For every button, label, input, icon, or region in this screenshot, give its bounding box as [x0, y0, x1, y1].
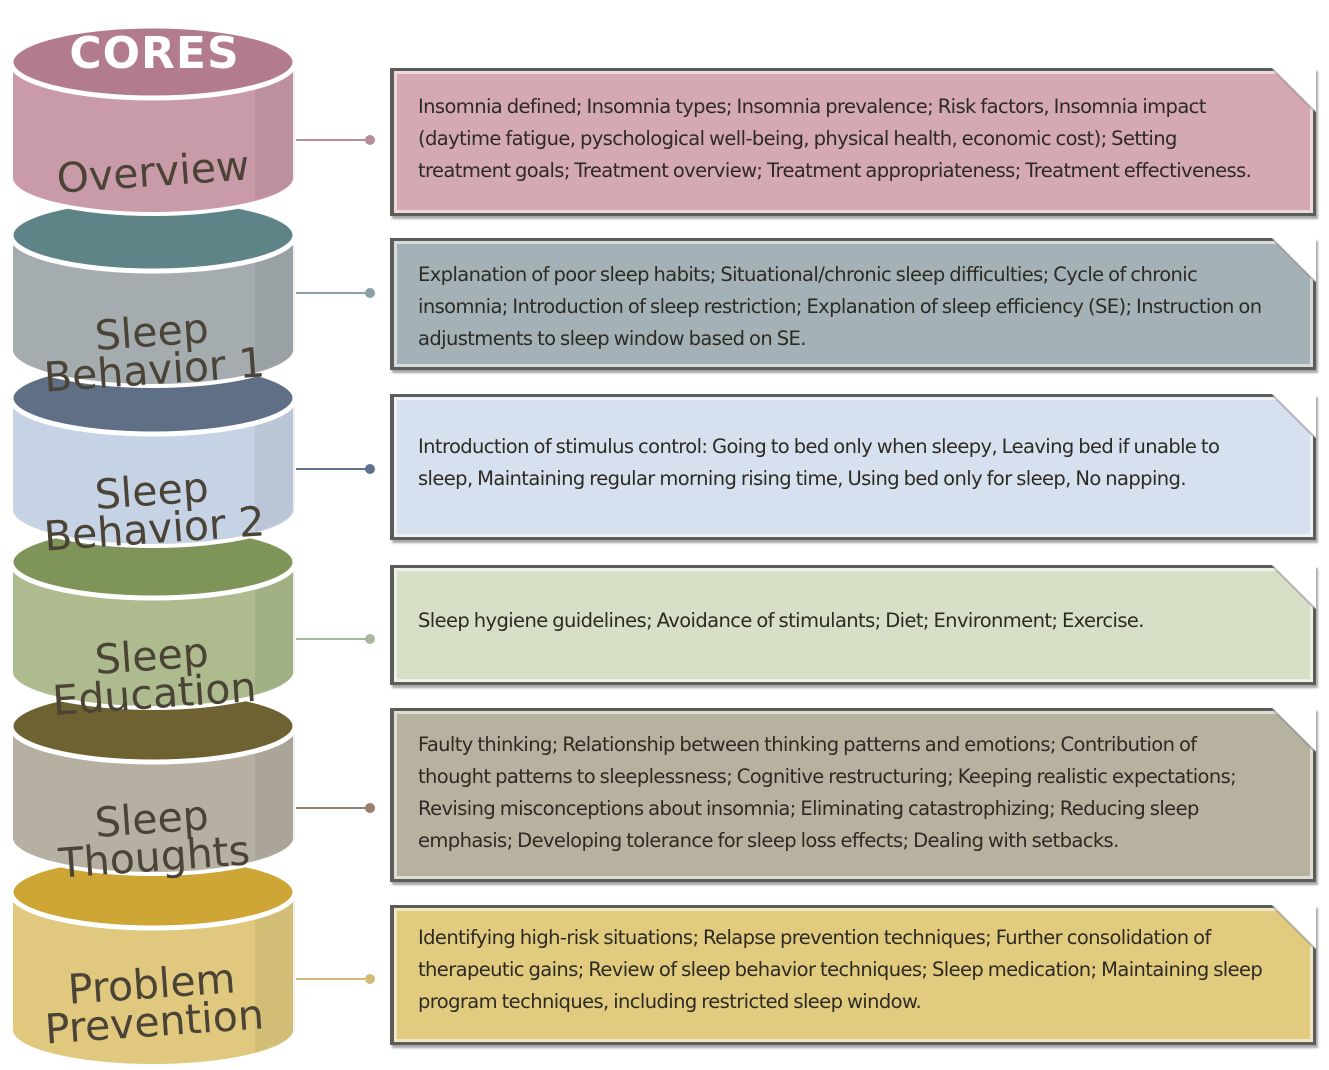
cylinder-body: [9, 724, 297, 876]
connector-dot-overview: [365, 135, 375, 145]
cylinder-shade: [255, 562, 295, 694]
description-box-problem-prevention: Identifying high-risk situations; Relaps…: [390, 905, 1316, 1045]
cylinder-stack-graphic: [8, 23, 298, 1068]
cylinder-body: [9, 890, 297, 1068]
page-fold-corner: [1272, 394, 1316, 438]
description-box-sleep-education: Sleep hygiene guidelines; Avoidance of s…: [390, 565, 1316, 685]
description-text: Explanation of poor sleep habits; Situat…: [418, 263, 1262, 350]
cores-title: CORES: [69, 28, 240, 79]
cylinder-body: [9, 233, 297, 388]
cylinder-shade: [255, 892, 295, 1052]
connector-line-sleep-behavior-1: [296, 292, 368, 294]
description-text: Introduction of stimulus control: Going …: [418, 435, 1220, 490]
cylinder-sleep-behavior-1: [8, 196, 298, 388]
connector-dot-sleep-behavior-1: [365, 288, 375, 298]
cylinder-shade: [255, 398, 295, 532]
connector-dot-sleep-education: [365, 634, 375, 644]
page-fold-corner: [1272, 565, 1316, 609]
connector-line-sleep-education: [296, 638, 368, 640]
description-box-sleep-behavior-2: Introduction of stimulus control: Going …: [390, 394, 1316, 540]
cylinder-shade: [255, 235, 295, 372]
connector-line-overview: [296, 139, 368, 141]
cylinder-sleep-thoughts: [8, 687, 298, 876]
connector-dot-problem-prevention: [365, 974, 375, 984]
description-text: Faulty thinking; Relationship between th…: [418, 733, 1237, 852]
connector-line-sleep-behavior-2: [296, 468, 368, 470]
description-text: Identifying high-risk situations; Relaps…: [418, 926, 1263, 1013]
cylinder-body: [9, 560, 297, 710]
description-box-sleep-behavior-1: Explanation of poor sleep habits; Situat…: [390, 238, 1316, 370]
connector-line-problem-prevention: [296, 978, 368, 980]
cylinder-problem-prevention: [8, 853, 298, 1068]
connector-line-sleep-thoughts: [296, 807, 368, 809]
page-fold-corner: [1272, 905, 1316, 949]
description-text: Sleep hygiene guidelines; Avoidance of s…: [418, 609, 1144, 632]
description-box-sleep-thoughts: Faulty thinking; Relationship between th…: [390, 708, 1316, 882]
cylinder-shade: [255, 62, 295, 200]
description-text: Insomnia defined; Insomnia types; Insomn…: [418, 95, 1252, 182]
connector-dot-sleep-behavior-2: [365, 464, 375, 474]
page-fold-corner: [1272, 238, 1316, 282]
description-box-overview: Insomnia defined; Insomnia types; Insomn…: [390, 68, 1316, 216]
cores-stack: CORES Overview Sleep Behavior 1 Sleep Be…: [0, 0, 310, 1070]
connector-dot-sleep-thoughts: [365, 803, 375, 813]
cylinder-body: [9, 60, 297, 216]
cylinder-shade: [255, 726, 295, 860]
page-fold-corner: [1272, 68, 1316, 112]
cylinder-top: [8, 23, 298, 101]
cylinder-body: [9, 396, 297, 548]
cylinder-sleep-education: [8, 523, 298, 710]
page-fold-corner: [1272, 708, 1316, 752]
cylinder-overview: [8, 23, 298, 216]
